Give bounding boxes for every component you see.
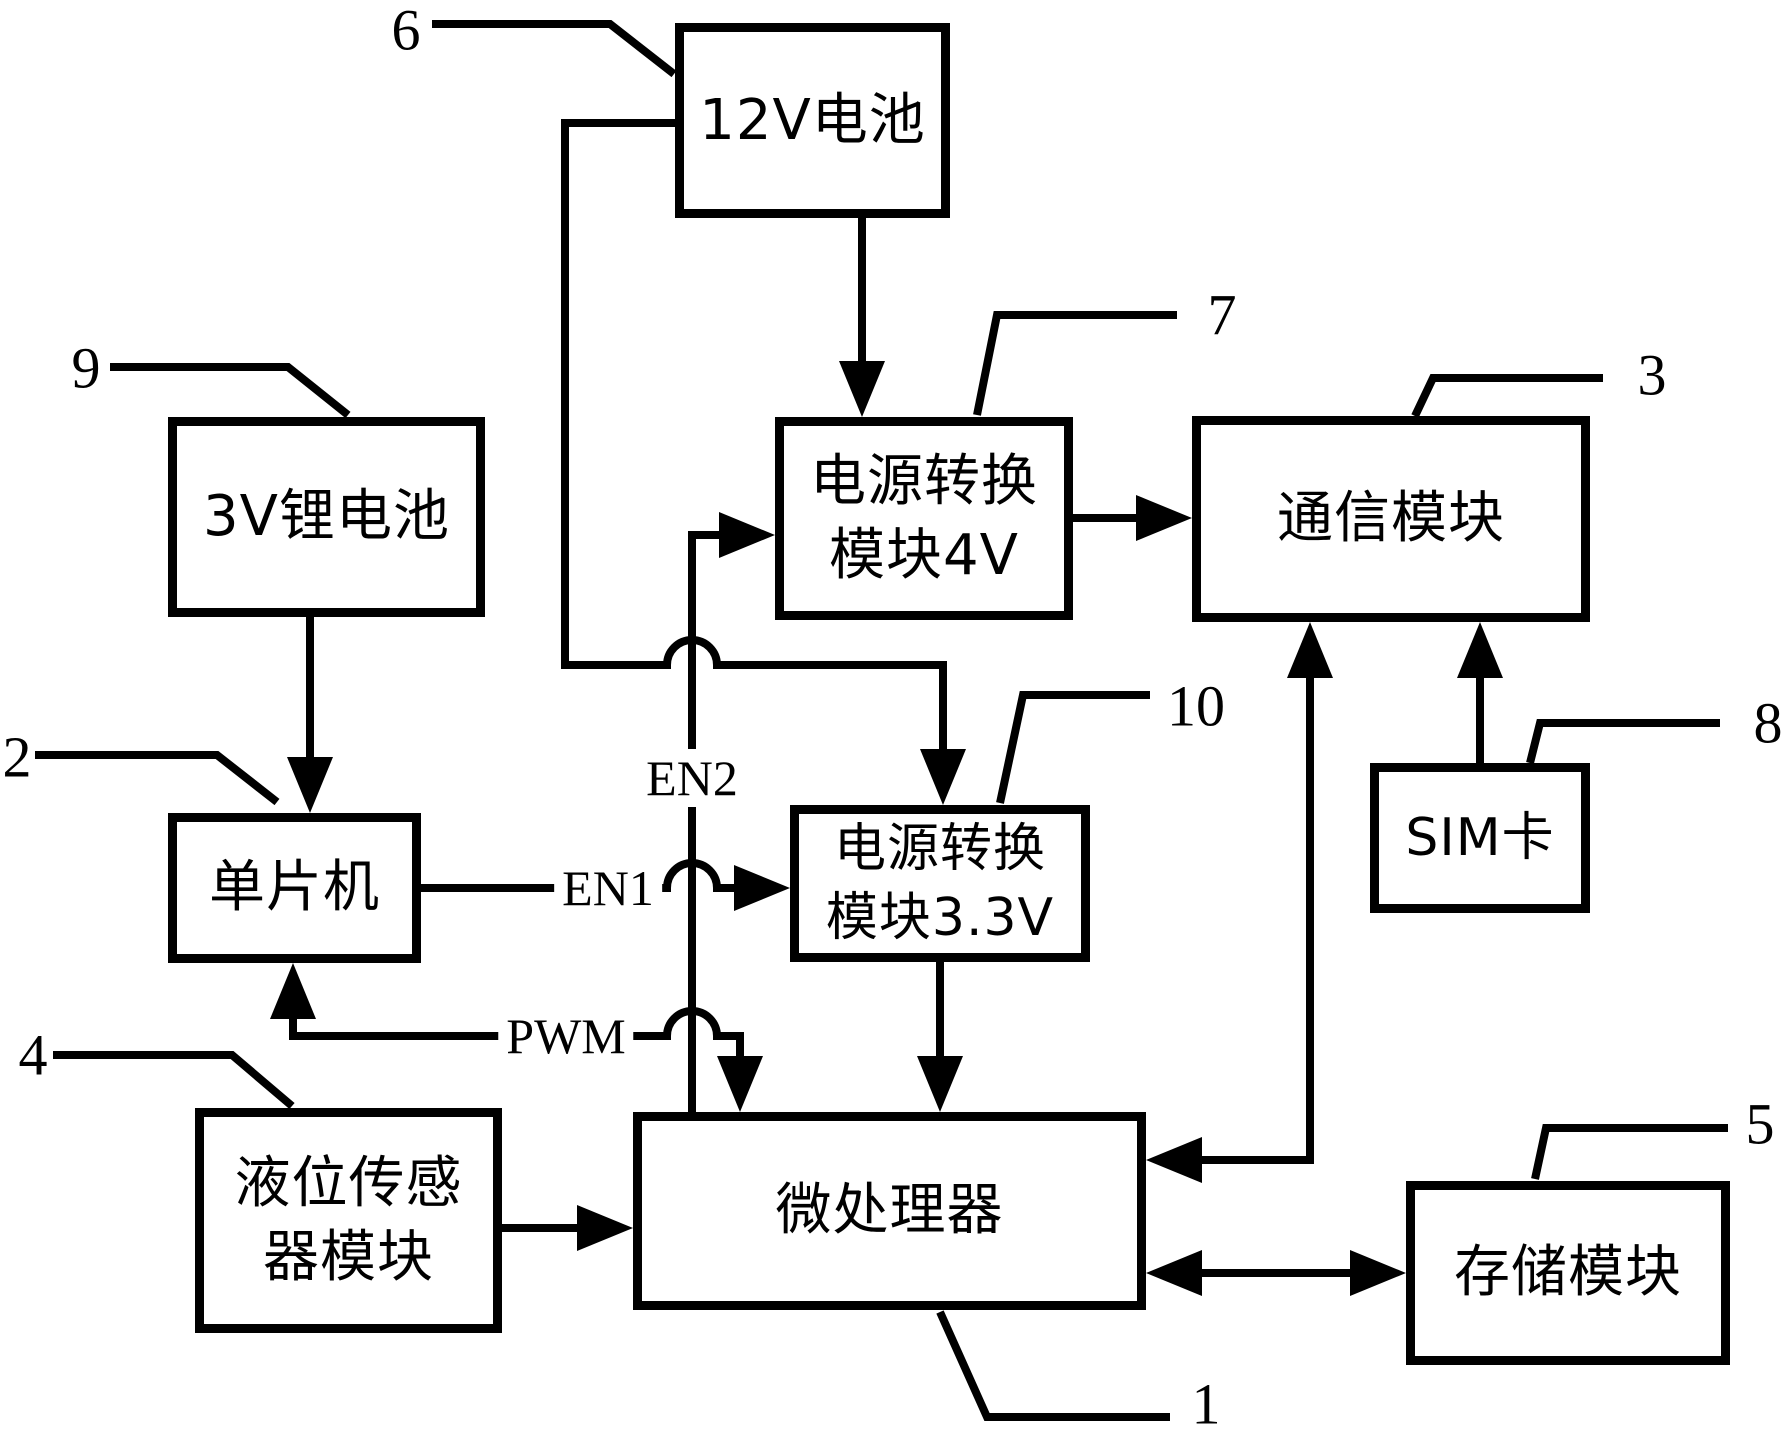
callout-leader-10 <box>996 691 1150 804</box>
block-battery-3v: 3V锂电池 <box>168 417 485 617</box>
block-power-converter-4v-label-line1: 电源转换 <box>810 448 1038 514</box>
callout-number-6: 6 <box>391 0 421 63</box>
callout-leader-5 <box>1531 1124 1728 1180</box>
block-storage-module-label: 存储模块 <box>1454 1240 1682 1306</box>
block-comm-module-label: 通信模块 <box>1277 486 1505 552</box>
callout-number-3: 3 <box>1637 342 1667 408</box>
block-sim-card: SIM卡 <box>1370 763 1590 913</box>
signal-label-pwm: PWM <box>498 1007 634 1065</box>
block-power-converter-4v-label-line2: 模块4V <box>829 522 1019 588</box>
block-mpu-label: 微处理器 <box>775 1178 1004 1244</box>
block-sim-card-label: SIM卡 <box>1405 807 1555 868</box>
callout-leader-3 <box>1411 374 1603 418</box>
wire-en1-mcu-to-power33v <box>421 859 790 911</box>
block-power-converter-3v3-label-line1: 电源转换 <box>833 818 1046 879</box>
block-power-converter-3v3-label-line2: 模块3.3V <box>825 887 1055 948</box>
block-level-sensor-label-line1: 液位传感 <box>234 1150 463 1216</box>
callout-number-7: 7 <box>1207 282 1237 348</box>
callout-number-9: 9 <box>71 335 101 401</box>
signal-label-en1: EN1 <box>554 859 662 917</box>
wire-sensor-to-mpu <box>502 1205 633 1251</box>
block-mcu: 单片机 <box>168 813 421 963</box>
callout-leader-8 <box>1526 719 1720 764</box>
block-mcu-label: 单片机 <box>209 855 380 921</box>
wire-batt3v-to-mcu <box>287 617 333 813</box>
wire-batt12v-to-power4v <box>839 218 885 417</box>
wire-en2-mpu-to-power4v <box>688 512 775 1112</box>
block-battery-12v: 12V电池 <box>675 23 950 218</box>
wire-pwm-mcu-mpu <box>270 963 763 1112</box>
callout-number-5: 5 <box>1745 1091 1775 1157</box>
block-battery-3v-label: 3V锂电池 <box>203 484 450 550</box>
callout-number-2: 2 <box>2 724 32 790</box>
signal-label-en2: EN2 <box>638 749 746 807</box>
block-level-sensor-label-line2: 器模块 <box>263 1224 434 1290</box>
callout-number-1: 1 <box>1191 1371 1221 1430</box>
block-mpu: 微处理器 <box>633 1112 1146 1310</box>
wire-power33v-to-mpu <box>917 962 963 1112</box>
wire-mpu-storage <box>1146 1250 1406 1296</box>
block-level-sensor: 液位传感 器模块 <box>195 1108 502 1333</box>
callout-leader-4 <box>53 1051 295 1110</box>
callout-leader-6 <box>432 20 677 78</box>
callout-leader-7 <box>973 311 1177 416</box>
wire-comm-mpu <box>1146 622 1333 1183</box>
wire-sim-to-comm <box>1457 622 1503 763</box>
callout-number-10: 10 <box>1167 673 1225 739</box>
callout-leader-1 <box>936 1310 1170 1421</box>
callout-number-8: 8 <box>1753 690 1783 756</box>
block-storage-module: 存储模块 <box>1406 1181 1730 1365</box>
block-comm-module: 通信模块 <box>1192 416 1590 622</box>
block-power-converter-3v3: 电源转换 模块3.3V <box>790 805 1090 962</box>
callout-leader-9 <box>110 363 351 419</box>
wire-power4v-to-comm <box>1073 495 1192 541</box>
callout-leader-2 <box>35 751 280 806</box>
block-battery-12v-label: 12V电池 <box>699 87 926 153</box>
callout-number-4: 4 <box>18 1022 48 1088</box>
block-power-converter-4v: 电源转换 模块4V <box>775 417 1073 620</box>
